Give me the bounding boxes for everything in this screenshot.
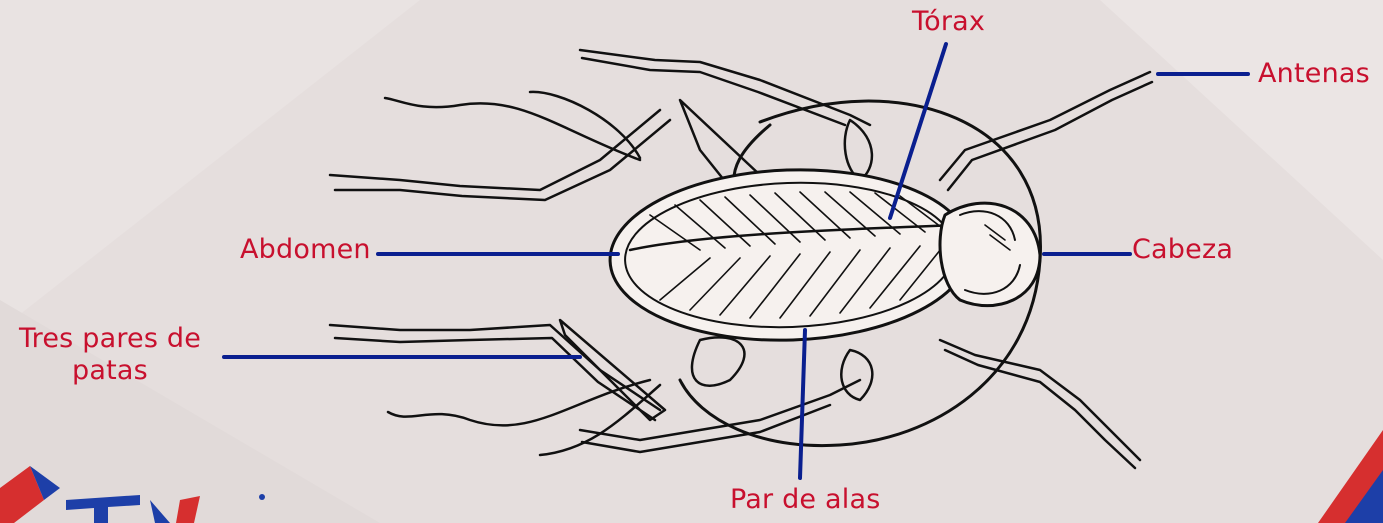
corner-accent [1318,430,1383,523]
label-cabeza: Cabeza [1132,234,1233,266]
label-patas-line2: patas [6,355,214,387]
label-torax: Tórax [912,6,985,38]
label-patas: Tres pares de patas [6,323,214,387]
leader-alas [800,330,805,478]
label-abdomen: Abdomen [240,234,371,266]
label-patas-line1: Tres pares de [6,323,214,355]
cockroach-illustration [330,50,1152,468]
label-antenas: Antenas [1258,58,1370,90]
label-alas: Par de alas [730,484,881,516]
